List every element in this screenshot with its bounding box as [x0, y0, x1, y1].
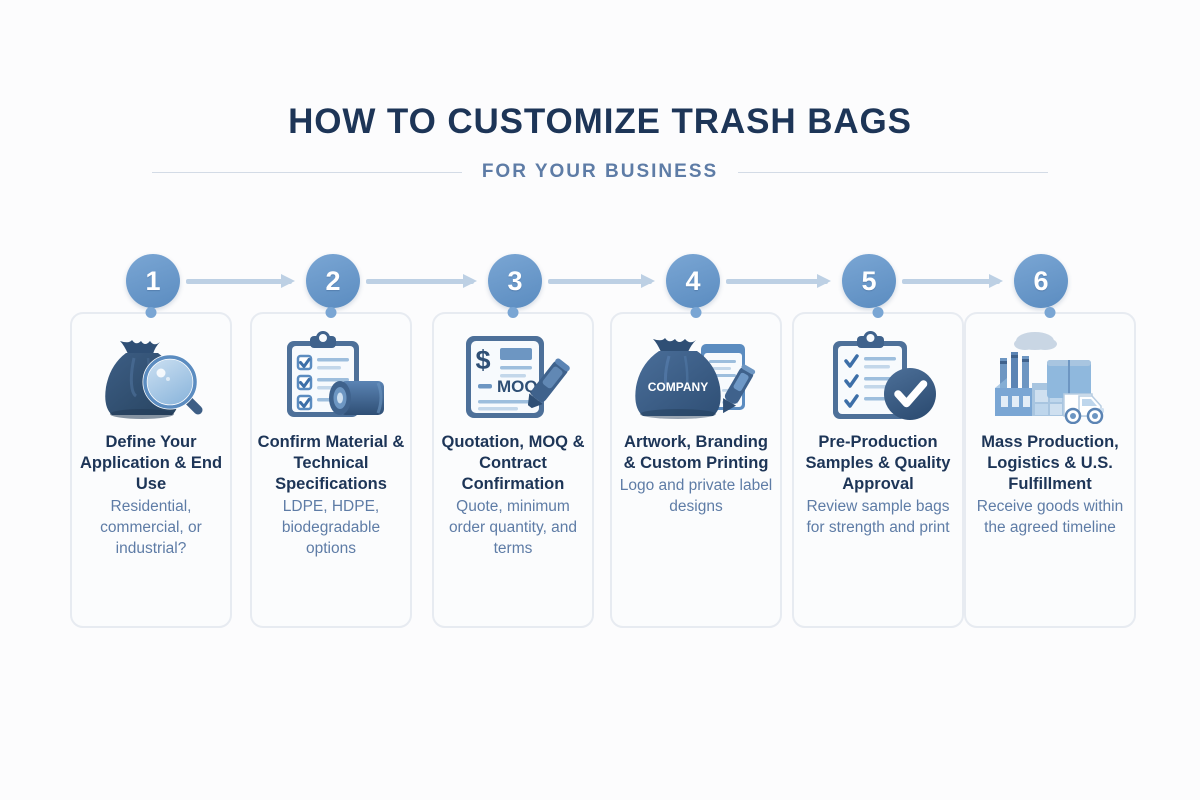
- step-card-4[interactable]: COMPANY Artwork, Branding & Custom Print…: [610, 307, 782, 628]
- icon-brand-label: COMPANY: [648, 380, 708, 394]
- card-description-3: Quote, minimum order quantity, and terms: [448, 498, 578, 557]
- divider-left: [151, 171, 462, 173]
- step-card-5[interactable]: Pre-Production Samples & Quality Approva…: [792, 307, 964, 628]
- card-title-5: Pre-Production Samples & Quality Approva…: [805, 433, 951, 494]
- clipboard-checklist-film-roll-icon: [268, 328, 394, 424]
- card-title-6: Mass Production, Logistics & U.S. Fulfil…: [981, 433, 1119, 494]
- page-title: HOW TO CUSTOMIZE TRASH BAGS: [288, 102, 912, 141]
- card-connector-dot-4: [690, 307, 702, 318]
- subtitle-row: FOR YOUR BUSINESS: [0, 161, 1200, 183]
- step-circle-5[interactable]: 5: [842, 254, 896, 308]
- card-title-2: Confirm Material & Technical Specificati…: [257, 433, 405, 494]
- card-title-1: Define Your Application & End Use: [79, 433, 223, 494]
- arrow-5-to-6: [902, 274, 1003, 288]
- step-circle-3[interactable]: 3: [488, 254, 542, 308]
- card-description-6: Receive goods within the agreed timeline: [976, 498, 1124, 536]
- step-circle-1[interactable]: 1: [126, 254, 180, 308]
- step-cards: Define Your Application & End Use Reside…: [70, 307, 1136, 632]
- arrow-2-to-3: [366, 274, 477, 288]
- card-description-2: LDPE, HDPE, biodegradable options: [281, 498, 381, 557]
- step-card-6[interactable]: Mass Production, Logistics & U.S. Fulfil…: [964, 307, 1136, 628]
- card-description-4: Logo and private label designs: [619, 477, 773, 515]
- divider-right: [738, 171, 1049, 173]
- step-circle-2[interactable]: 2: [306, 254, 360, 308]
- step-card-1[interactable]: Define Your Application & End Use Reside…: [70, 307, 232, 628]
- card-title-3: Quotation, MOQ & Contract Confirmation: [441, 433, 585, 494]
- quotation-document-pen-icon: $ MOQ: [450, 328, 576, 424]
- factory-truck-icon: [987, 328, 1113, 424]
- arrow-4-to-5: [726, 274, 831, 288]
- step-circle-4[interactable]: 4: [666, 254, 720, 308]
- step-card-3[interactable]: $ MOQ Quotation, MOQ & Contract Confirma…: [432, 307, 594, 628]
- card-connector-dot-6: [1044, 307, 1056, 318]
- step-circle-6[interactable]: 6: [1014, 254, 1068, 308]
- trash-bag-magnifier-icon: [88, 328, 214, 424]
- icon-moq-label: MOQ: [497, 377, 538, 396]
- infographic-header: HOW TO CUSTOMIZE TRASH BAGS FOR YOUR BUS…: [0, 0, 1200, 183]
- branded-bag-stylus-icon: COMPANY: [633, 328, 759, 424]
- card-connector-dot-3: [507, 307, 519, 318]
- clipboard-check-badge-icon: [815, 328, 941, 424]
- card-title-4: Artwork, Branding & Custom Printing: [623, 433, 769, 473]
- card-connector-dot-1: [145, 307, 157, 318]
- card-description-5: Review sample bags for strength and prin…: [806, 498, 950, 536]
- step-timeline: 1 2 3 4 5 6: [70, 254, 1136, 308]
- page-subtitle: FOR YOUR BUSINESS: [481, 161, 719, 182]
- icon-currency-label: $: [475, 345, 490, 375]
- card-connector-dot-2: [325, 307, 337, 318]
- card-description-1: Residential, commercial, or industrial?: [100, 498, 202, 557]
- arrow-3-to-4: [548, 274, 655, 288]
- arrow-1-to-2: [186, 274, 295, 288]
- card-connector-dot-5: [872, 307, 884, 318]
- step-card-2[interactable]: Confirm Material & Technical Specificati…: [250, 307, 412, 628]
